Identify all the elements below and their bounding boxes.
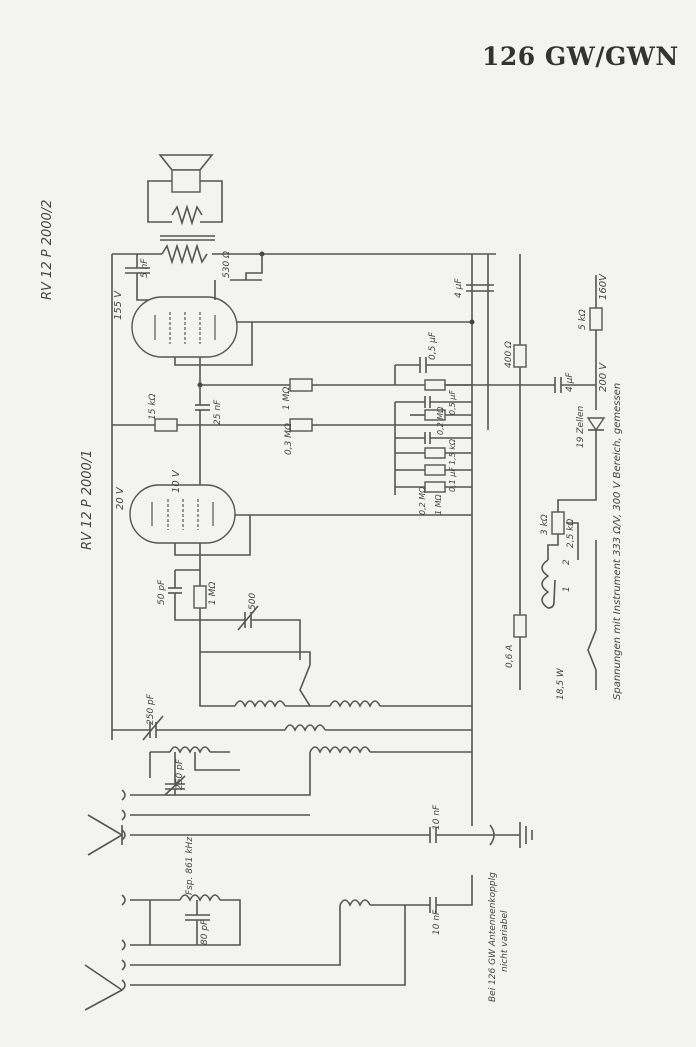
resistor-stack-b	[424, 447, 446, 459]
schematic-title: 126 GW/GWN	[482, 42, 679, 71]
resistor-03m	[289, 418, 313, 432]
rectifier-diode	[586, 417, 606, 432]
loudspeaker	[158, 154, 214, 193]
resistor-05m	[424, 379, 446, 391]
resistor-15k	[154, 418, 178, 432]
output-transformer	[160, 204, 215, 265]
resistor-stack-a	[424, 409, 446, 421]
antenna-symbol-top	[87, 814, 124, 856]
input-tube	[129, 484, 236, 544]
resistor-5k	[589, 307, 603, 331]
capacitor-5nf	[125, 267, 150, 274]
resistor-1m-grid	[193, 585, 207, 609]
resistor-1m-top	[289, 378, 313, 392]
ground-socket	[489, 824, 495, 846]
fuse-06a	[513, 614, 527, 638]
resistor-stack-c	[424, 464, 446, 476]
resistor-stack-d	[424, 481, 446, 493]
capacitor-4uf-top	[466, 284, 494, 292]
ground-symbol	[519, 822, 533, 848]
antenna-symbol-bottom	[84, 964, 124, 1011]
output-tube	[131, 296, 238, 358]
resistor-400	[513, 344, 527, 368]
resistor-3k	[551, 511, 565, 535]
